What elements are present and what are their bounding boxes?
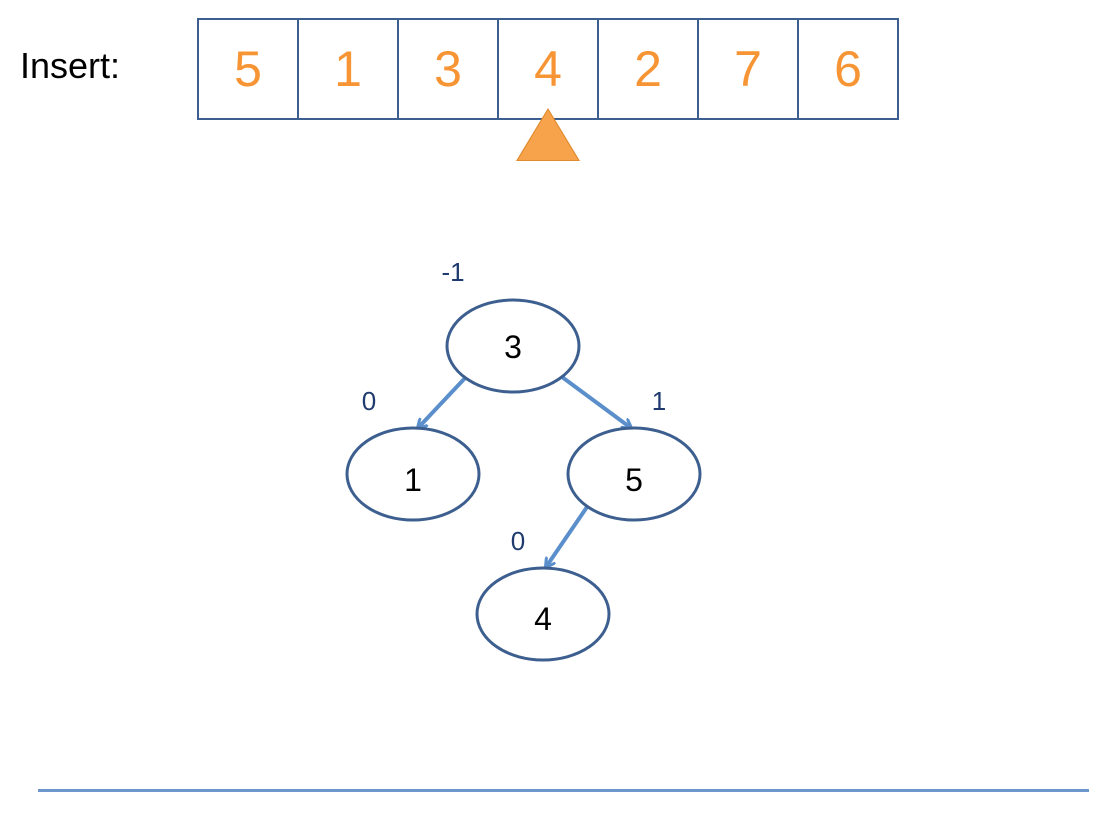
insert-label: Insert: [20, 45, 121, 86]
tree-node [445, 298, 581, 394]
tree-node [475, 566, 611, 662]
balance-factor: 0 [511, 526, 525, 556]
node-value: 4 [534, 601, 552, 637]
array-cell: 2 [597, 18, 699, 120]
balance-factor: -1 [441, 257, 464, 287]
footer-divider [38, 789, 1089, 792]
tree-node [566, 426, 702, 522]
node-value: 3 [504, 329, 522, 365]
node-value: 5 [625, 462, 643, 498]
tree-edge [560, 375, 631, 428]
tree-node [345, 426, 481, 522]
insert-array: 5 1 3 4 2 7 6 [197, 18, 899, 120]
array-cell: 5 [197, 18, 299, 120]
node-value: 1 [404, 462, 422, 498]
current-pointer-triangle [518, 110, 578, 160]
array-cell: 6 [797, 18, 899, 120]
balance-factor: 1 [652, 386, 666, 416]
tree-edge [546, 505, 589, 567]
tree-edge [418, 375, 468, 428]
balance-factor: 0 [362, 386, 376, 416]
